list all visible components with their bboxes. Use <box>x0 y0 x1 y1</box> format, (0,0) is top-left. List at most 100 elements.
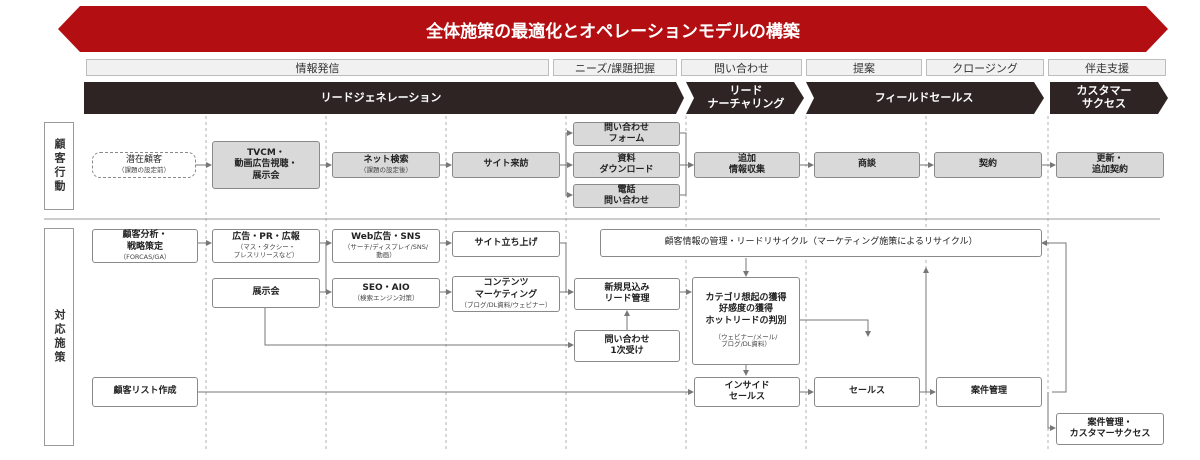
box-line2: セールス <box>728 392 765 402</box>
box-title: 潜在顧客 <box>125 154 162 165</box>
box-sub2: ブログ/DL資料） <box>721 340 771 349</box>
row-label-text: 顧客行動 <box>53 138 66 194</box>
box-title: サイト立ち上げ <box>474 238 538 249</box>
box-line1: 資料 <box>617 153 636 164</box>
box-line1: コンテンツ <box>483 278 529 289</box>
box-lead-recycle: 顧客情報の管理・リードリサイクル（マーケティング施策によるリサイクル） <box>600 229 1042 257</box>
box-line2: ダウンロード <box>599 165 654 175</box>
box-inside-sales: インサイド セールス <box>694 377 800 407</box>
box-web-ad-sns: Web広告・SNS （サーチ/ディスプレイ/SNS/ 動画） <box>332 229 440 263</box>
box-hot-lead: カテゴリ想起の獲得 好感度の獲得 ホットリードの判別 （ウェビナー/メール/ ブ… <box>692 277 800 365</box>
box-net-search: ネット検索 （課題の設定後） <box>332 152 440 178</box>
box-line2: 追加契約 <box>1091 165 1128 175</box>
box-line1: 案件管理・ <box>1087 417 1133 428</box>
stage-shape-cs <box>1050 82 1168 114</box>
box-title: ネット検索 <box>363 154 409 165</box>
box-title: サイト来訪 <box>483 159 529 170</box>
box-sub2: プレスリリースなど） <box>233 251 299 260</box>
box-sub: （課題の設定後） <box>360 166 412 175</box>
title-banner-shape <box>58 6 1168 52</box>
box-line2: リード管理 <box>604 294 650 304</box>
stage-shape-field-sales <box>806 82 1044 114</box>
box-tvcm: TVCM・ 動画広告視聴・ 展示会 <box>212 141 320 189</box>
box-inquiry-first: 問い合わせ 1次受け <box>574 330 680 362</box>
phase-closing: クロージング <box>926 59 1044 76</box>
box-line2: 情報収集 <box>728 165 765 175</box>
title-banner: 全体施策の最適化とオペレーションモデルの構築 <box>58 6 1168 52</box>
box-sub: （課題の設定前） <box>118 166 170 175</box>
page-title: 全体施策の最適化とオペレーションモデルの構築 <box>426 21 800 42</box>
box-title: 案件管理 <box>970 386 1007 397</box>
box-phone: 電話 問い合わせ <box>573 184 680 208</box>
stage-lead-nurturing: リード ナーチャリング <box>692 83 800 113</box>
box-line2: 動画広告視聴・ <box>234 159 298 170</box>
stage-label: リードジェネレーション <box>320 90 442 104</box>
box-line1: 問い合わせ <box>603 122 649 133</box>
stage-label-line2: ナーチャリング <box>707 97 785 110</box>
box-line2: 問い合わせ <box>603 196 649 206</box>
box-content-marketing: コンテンツ マーケティング （ブログ/DL資料/ウェビナー） <box>452 276 560 312</box>
stage-lead-generation: リードジェネレーション <box>84 83 678 113</box>
box-site-launch: サイト立ち上げ <box>452 231 560 257</box>
box-line2: 1次受け <box>610 346 644 356</box>
phase-separators <box>205 116 1049 450</box>
box-site-visit: サイト来訪 <box>452 152 560 178</box>
box-title: 商談 <box>857 159 876 170</box>
stage-field-sales: フィールドセールス <box>812 83 1036 113</box>
row-label-text: 対応施策 <box>53 309 66 365</box>
box-seo-aio: SEO・AIO （検索エンジン対策） <box>332 278 440 308</box>
box-renewal: 更新・ 追加契約 <box>1056 152 1164 178</box>
box-sub: （ブログ/DL資料/ウェビナー） <box>460 300 552 309</box>
box-line1: 顧客分析・ <box>122 230 168 241</box>
box-title: 顧客リスト作成 <box>113 386 177 397</box>
box-line2: フォーム <box>608 134 645 144</box>
box-exhibition: 展示会 <box>212 278 320 308</box>
box-contract: 契約 <box>934 152 1042 178</box>
box-sub: （検索エンジン対策） <box>353 294 419 303</box>
phase-needs: ニーズ/課題把握 <box>553 59 677 76</box>
box-ad-pr: 広告・PR・広報 （マス・タクシー・ プレスリリースなど） <box>212 229 320 263</box>
row-label-measures: 対応施策 <box>44 228 74 446</box>
stage-band <box>84 82 1168 114</box>
box-title: セールス <box>848 386 885 397</box>
stage-label-line1: リード <box>729 84 763 98</box>
box-sub1: （ウェビナー/メール/ <box>714 332 778 341</box>
box-sales: セールス <box>814 377 920 407</box>
box-line1: TVCM・ <box>247 148 285 159</box>
box-deal-management: 案件管理 <box>936 377 1042 407</box>
box-sub: （FORCAS/GA） <box>119 252 171 261</box>
box-title: 契約 <box>978 159 997 170</box>
stage-label-line1: カスタマー <box>1076 84 1132 98</box>
phase-proposal: 提案 <box>806 59 922 76</box>
box-line2: カスタマーサクセス <box>1069 429 1151 439</box>
title-banner-arrow <box>58 6 1168 52</box>
phase-support: 伴走支援 <box>1048 59 1166 76</box>
box-additional-info: 追加 情報収集 <box>694 152 800 178</box>
box-line1: インサイド <box>724 380 770 391</box>
stage-label: フィールドセールス <box>874 90 974 104</box>
box-customer-list: 顧客リスト作成 <box>92 377 198 407</box>
box-line1: 更新・ <box>1096 153 1124 164</box>
stage-label-line2: サクセス <box>1082 97 1126 110</box>
box-title: 展示会 <box>252 287 280 298</box>
flow-arrows <box>196 130 1067 431</box>
box-line2: 好感度の獲得 <box>718 304 773 315</box>
box-sub1: （サーチ/ディスプレイ/SNS/ <box>343 243 429 252</box>
box-line1: 追加 <box>737 153 756 164</box>
stage-shape-leadgen <box>84 82 684 114</box>
box-line1: 新規見込み <box>604 282 650 293</box>
row-label-customer-action: 顧客行動 <box>44 122 74 210</box>
box-sub1: （マス・タクシー・ <box>236 243 296 252</box>
box-new-lead: 新規見込み リード管理 <box>574 278 680 310</box>
box-line1: カテゴリ想起の獲得 <box>705 293 787 304</box>
box-line3: ホットリードの判別 <box>705 315 787 326</box>
box-negotiation: 商談 <box>814 152 920 178</box>
box-title: SEO・AIO <box>362 282 410 293</box>
box-line3: 展示会 <box>252 170 280 181</box>
box-sub2: 動画） <box>376 251 396 260</box>
box-title: 顧客情報の管理・リードリサイクル（マーケティング施策によるリサイクル） <box>664 237 978 248</box>
stage-shape-nurturing <box>686 82 804 114</box>
box-line2: 戦略策定 <box>126 241 163 252</box>
